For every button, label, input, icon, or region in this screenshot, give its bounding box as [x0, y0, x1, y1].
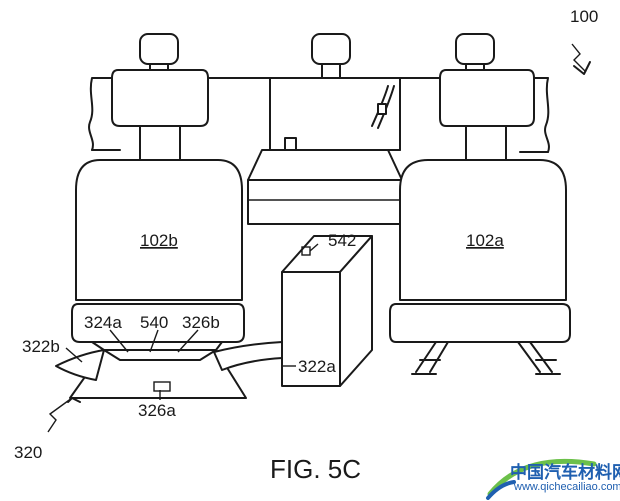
label-326b: 326b [182, 313, 220, 332]
label-542: 542 [328, 231, 356, 250]
label-322a: 322a [298, 357, 336, 376]
label-100: 100 [570, 7, 598, 26]
label-540: 540 [140, 313, 168, 332]
seat-102b [71, 69, 245, 343]
label-102b: 102b [140, 231, 178, 250]
watermark-logo: 中国汽车材料网 www.qichecailiao.com [484, 454, 620, 500]
figure-caption: FIG. 5C [270, 454, 361, 484]
label-324a: 324a [84, 313, 122, 332]
seat-102a [389, 69, 571, 375]
watermark-swoosh-icon [486, 458, 597, 500]
tray-assembly [55, 341, 283, 399]
rear-headrests [139, 33, 495, 79]
label-320: 320 [14, 443, 42, 462]
label-326a: 326a [138, 401, 176, 420]
center-console [247, 137, 403, 225]
watermark-url: www.qichecailiao.com [514, 481, 620, 493]
rear-bench [88, 77, 550, 153]
watermark-title: 中国汽车材料网 [510, 463, 620, 482]
label-322b: 322b [22, 337, 60, 356]
leader-lines [47, 43, 591, 433]
label-102a: 102a [466, 231, 504, 250]
device-box [281, 235, 373, 387]
